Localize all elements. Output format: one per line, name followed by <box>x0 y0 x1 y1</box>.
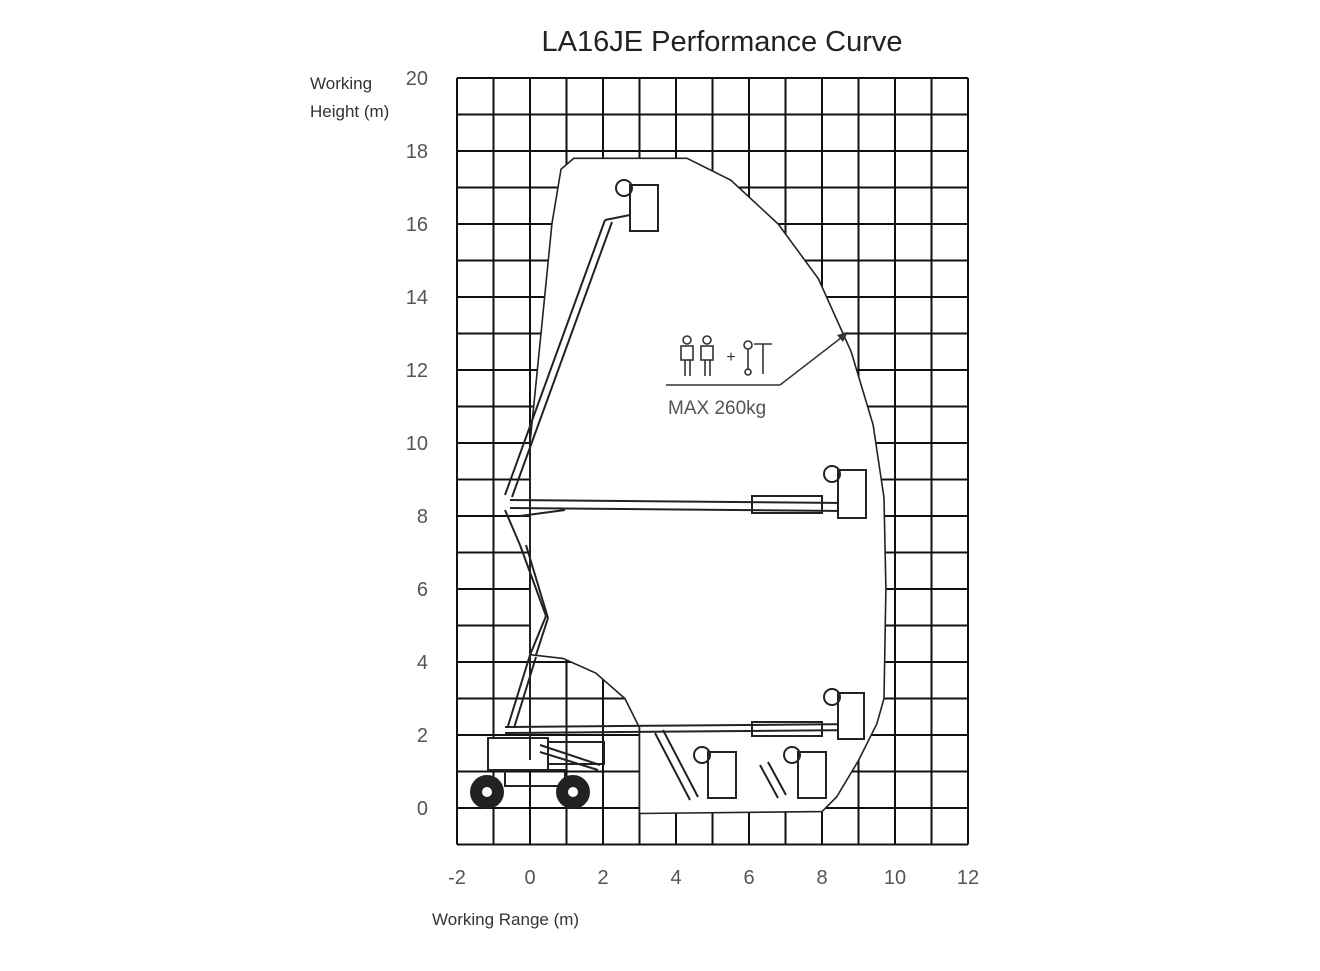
y-tick-label: 12 <box>406 360 428 382</box>
y-tick-label: 18 <box>406 141 428 163</box>
y-axis-label-line1: Working <box>310 74 372 93</box>
y-tick-label: 14 <box>406 287 428 309</box>
y-tick-label: 20 <box>406 68 428 90</box>
y-axis-label-line2: Height (m) <box>310 102 389 121</box>
x-tick-label: 12 <box>957 867 979 889</box>
x-tick-label: -2 <box>448 867 466 889</box>
y-tick-label: 4 <box>417 652 428 674</box>
x-tick-label: 4 <box>670 867 681 889</box>
x-tick-label: 2 <box>597 867 608 889</box>
working-envelope-curve <box>529 157 887 815</box>
y-tick-label: 6 <box>417 579 428 601</box>
plus-icon: + <box>726 349 735 366</box>
aerial-lift-machine-drawing <box>470 179 867 809</box>
y-tick-label: 2 <box>417 725 428 747</box>
y-tick-labels: 0 2 4 6 8 10 12 14 16 18 20 <box>406 68 428 820</box>
tools-icon <box>743 340 772 376</box>
y-tick-label: 10 <box>406 433 428 455</box>
y-tick-label: 8 <box>417 506 428 528</box>
x-tick-label: 6 <box>743 867 754 889</box>
x-axis-label: Working Range (m) <box>432 910 579 929</box>
chart-title: LA16JE Performance Curve <box>541 26 902 58</box>
load-annotation: + MAX 260kg <box>666 332 848 419</box>
max-load-label: MAX 260kg <box>668 398 766 419</box>
two-persons-icon <box>680 335 714 376</box>
x-tick-label: 8 <box>816 867 827 889</box>
y-tick-label: 16 <box>406 214 428 236</box>
x-tick-label: 0 <box>524 867 535 889</box>
y-tick-label: 0 <box>417 798 428 820</box>
x-tick-label: 10 <box>884 867 906 889</box>
x-tick-labels: -2 0 2 4 6 8 10 12 <box>448 867 979 889</box>
